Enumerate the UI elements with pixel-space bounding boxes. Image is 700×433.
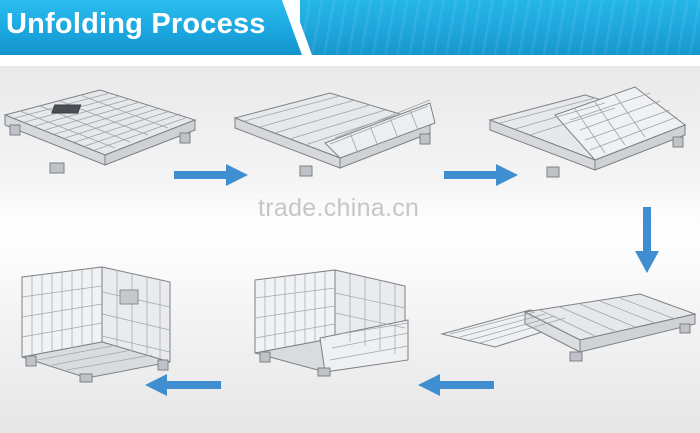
header-banner: Unfolding Process [0, 0, 700, 55]
arrow-right-icon [444, 164, 518, 186]
arrow-down-icon [635, 207, 659, 273]
cage-side-lifting-image [233, 92, 436, 177]
watermark-text: trade.china.cn [258, 194, 420, 222]
folded-cage-image [3, 89, 197, 174]
page-title: Unfolding Process [6, 8, 266, 40]
cage-fully-unfolded-image [21, 266, 171, 383]
arrow-left-icon [145, 374, 221, 396]
cage-side-half-raised-image [488, 86, 687, 178]
arrow-right-icon [174, 164, 248, 186]
cage-lid-opened-image [440, 293, 697, 362]
cage-walls-raised-image [254, 269, 409, 377]
arrow-left-icon [418, 374, 494, 396]
